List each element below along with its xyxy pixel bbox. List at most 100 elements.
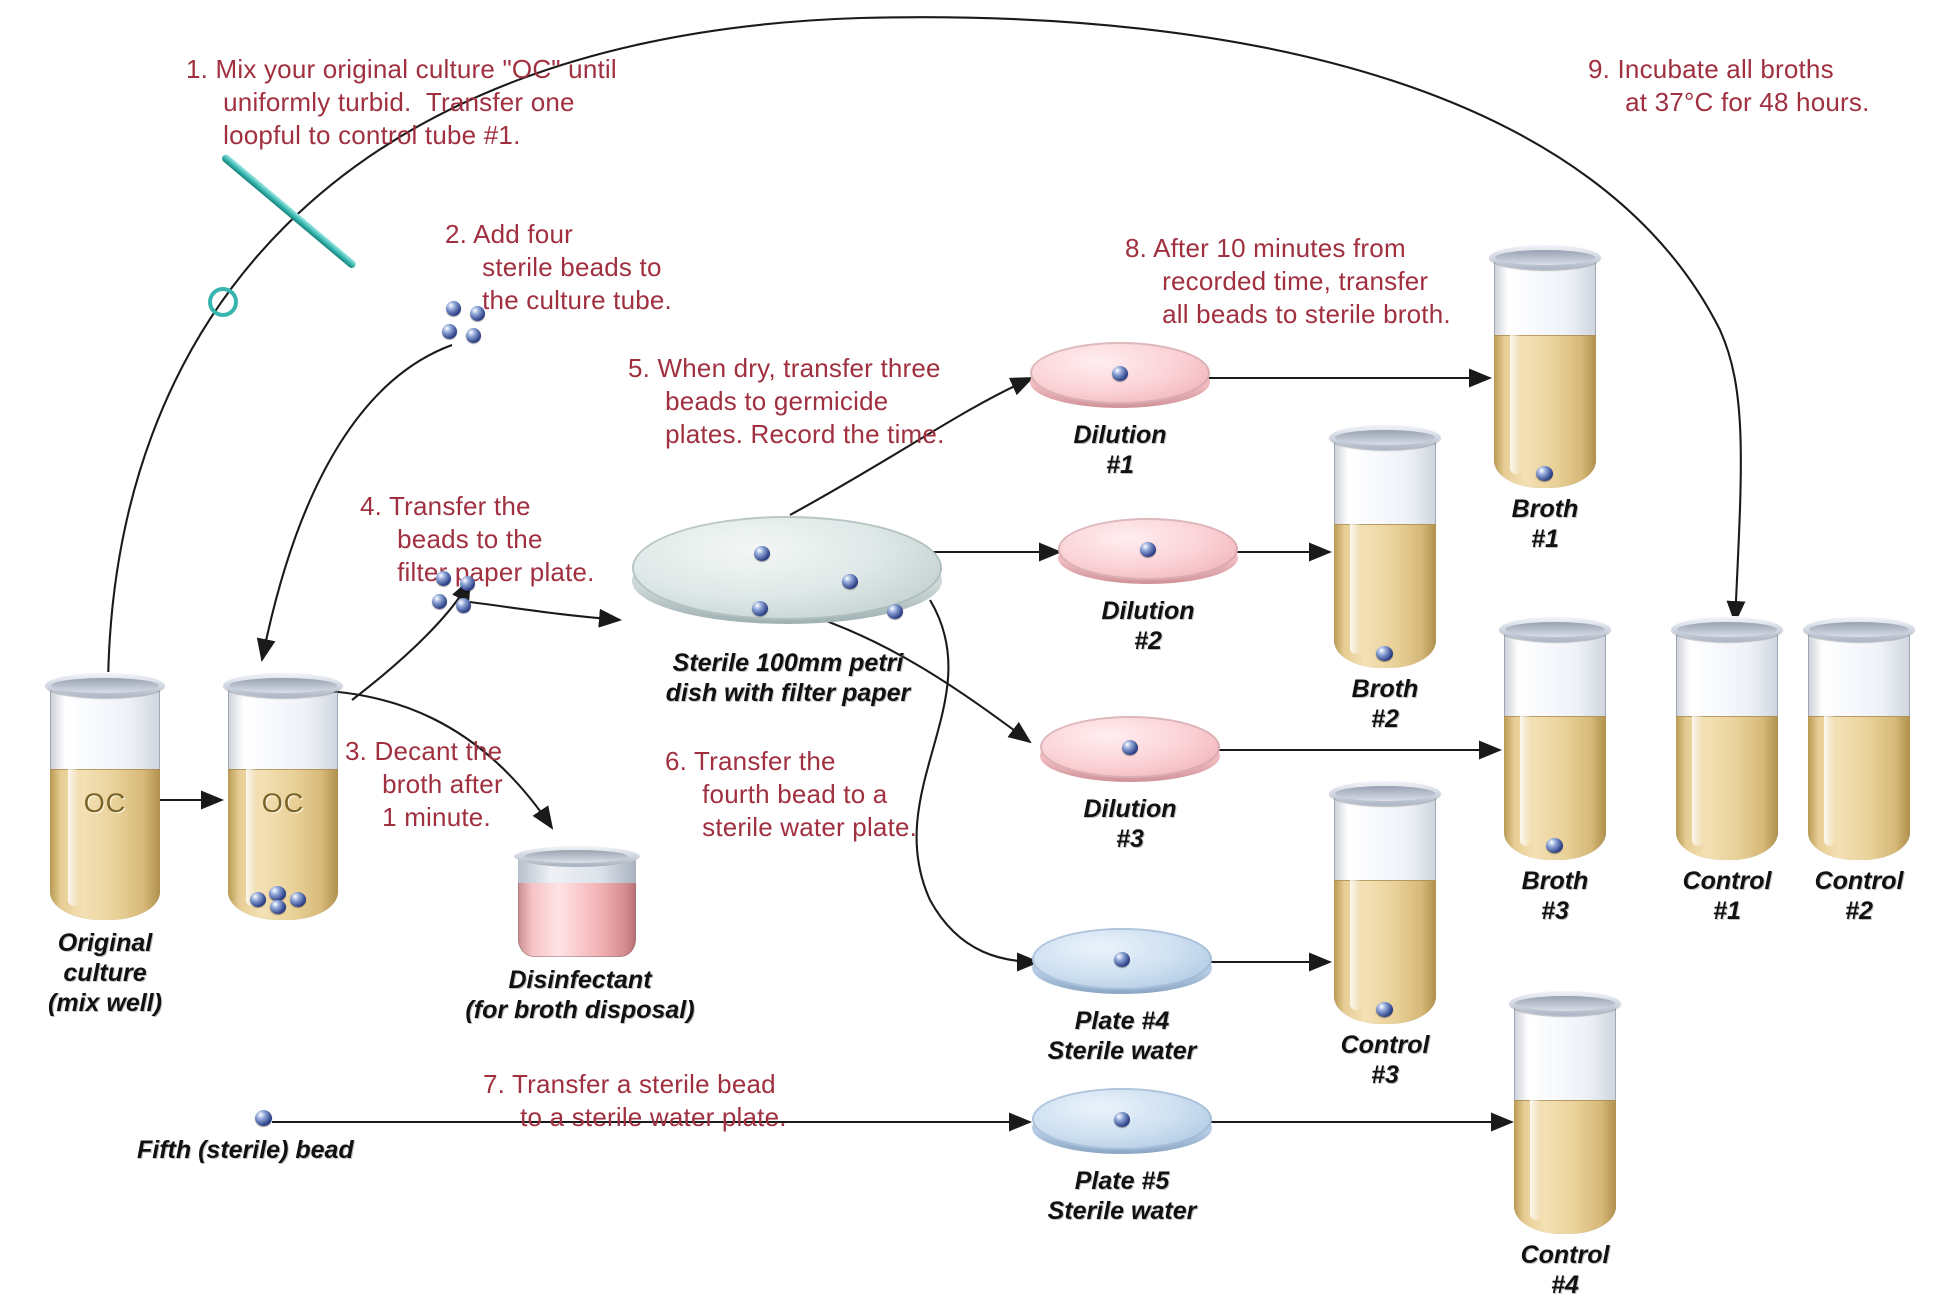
step-6-text: 6. Transfer the fourth bead to a sterile… [665,746,918,842]
tube-rim [1499,616,1611,642]
inoculating-loop [205,150,385,317]
tube-broth-2 [1329,424,1441,668]
tube-rim [1509,990,1621,1016]
bead-icon [432,594,447,609]
tube-rim [1803,616,1915,642]
beaker-body [518,855,636,957]
tube-glass [50,686,160,920]
tube-glass [1494,258,1596,488]
bead-icon [1114,952,1130,967]
tube-glass [1808,630,1910,860]
label-petri-filter: Sterile 100mm petri dish with filter pap… [665,649,911,707]
bead-icon [460,576,475,591]
tube-highlight [1692,648,1704,847]
label-plate-5: Plate #5 Sterile water [1047,1167,1197,1225]
tube-glass [1334,794,1436,1024]
tube-control-1 [1671,616,1783,860]
bead-icon [1376,1002,1393,1017]
bead-icon [1112,366,1128,381]
bead-icon [842,574,858,589]
disinfectant-beaker [514,845,640,963]
bead-icon [1546,838,1563,853]
tube-broth-1 [1489,244,1601,488]
tube-broth-3 [1499,616,1611,860]
step-5-text: 5. When dry, transfer three beads to ger… [628,353,945,449]
step-3-text: 3. Decant the broth after 1 minute. [345,736,503,832]
tube-broth [1676,716,1778,860]
tube-glass [1504,630,1606,860]
label-broth-1: Broth #1 [1511,495,1579,553]
label-broth-2: Broth #2 [1351,675,1419,733]
dish-dilution-3 [1040,716,1220,788]
tube-highlight [1530,1022,1542,1221]
bead-cluster-step4 [430,570,490,618]
label-dilution-2: Dilution #2 [1101,597,1195,655]
bead-cluster-step2 [440,300,500,348]
tube-rim [45,672,165,698]
label-broth-3: Broth #3 [1521,867,1589,925]
tube-highlight [1350,812,1362,1011]
bead-icon [1140,542,1156,557]
bead-icon [466,328,481,343]
label-fifth-bead: Fifth (sterile) bead [137,1136,354,1164]
step-1-text: 1. Mix your original culture "OC" until … [186,54,617,150]
tube-broth [1808,716,1910,860]
tube-rim [1671,616,1783,642]
tube-oc-marking: OC [261,788,305,818]
bead-icon [446,301,461,316]
tube-highlight [1350,456,1362,655]
bead-icon [1376,646,1393,661]
tube-control-3 [1329,780,1441,1024]
label-original-culture: Original culture (mix well) [48,929,162,1017]
bead-icon [250,892,266,907]
tube-rim [1489,244,1601,270]
tube-glass [228,686,338,920]
tube-glass [1334,438,1436,668]
dish-plate-4 [1032,928,1212,1000]
tube-glass [1676,630,1778,860]
label-dilution-1: Dilution #1 [1073,421,1167,479]
tube-rim [1329,780,1441,806]
bead-icon [887,604,903,619]
bead-icon [1114,1112,1130,1127]
label-control-4: Control #4 [1520,1241,1610,1299]
bead-icon [754,546,770,561]
tube-control-2 [1803,616,1915,860]
tube-broth [1514,1099,1616,1234]
step-7-text: 7. Transfer a sterile bead to a sterile … [483,1069,787,1132]
bead-icon [436,571,451,586]
label-control-2: Control #2 [1814,867,1904,925]
bead-icon [270,900,286,914]
dish-plate-5 [1032,1088,1212,1160]
step-9-text: 9. Incubate all broths at 37°C for 48 ho… [1588,54,1870,117]
dish-dilution-2 [1058,518,1238,590]
tube-rim [1329,424,1441,450]
tube-highlight [1520,648,1532,847]
tube-original-culture: OC [45,672,165,920]
tube-highlight [245,704,258,906]
tube-highlight [1824,648,1836,847]
bead-icon [456,598,471,613]
tube-glass [1514,1004,1616,1234]
loop-ring [208,287,238,317]
label-control-3: Control #3 [1340,1031,1430,1089]
tube-highlight [1510,276,1522,475]
tube-highlight [67,704,80,906]
label-disinfectant: Disinfectant (for broth disposal) [465,966,695,1024]
bead-icon [1536,466,1553,481]
label-dilution-3: Dilution #3 [1083,795,1177,853]
dish-dilution-1 [1030,342,1210,414]
tube-rim [223,672,343,698]
tube-oc-marking: OC [83,788,127,818]
step-8-text: 8. After 10 minutes from recorded time, … [1125,233,1451,329]
tube-control-4 [1509,990,1621,1234]
bead-icon [269,886,286,901]
bead-icon-fifth [255,1110,272,1126]
loop-handle [220,152,358,270]
step-2-text: 2. Add four sterile beads to the culture… [445,219,672,315]
bead-cluster-in-tube [250,884,320,914]
label-control-1: Control #1 [1682,867,1772,925]
step-4-text: 4. Transfer the beads to the filter pape… [360,491,595,587]
label-plate-4: Plate #4 Sterile water [1047,1007,1197,1065]
